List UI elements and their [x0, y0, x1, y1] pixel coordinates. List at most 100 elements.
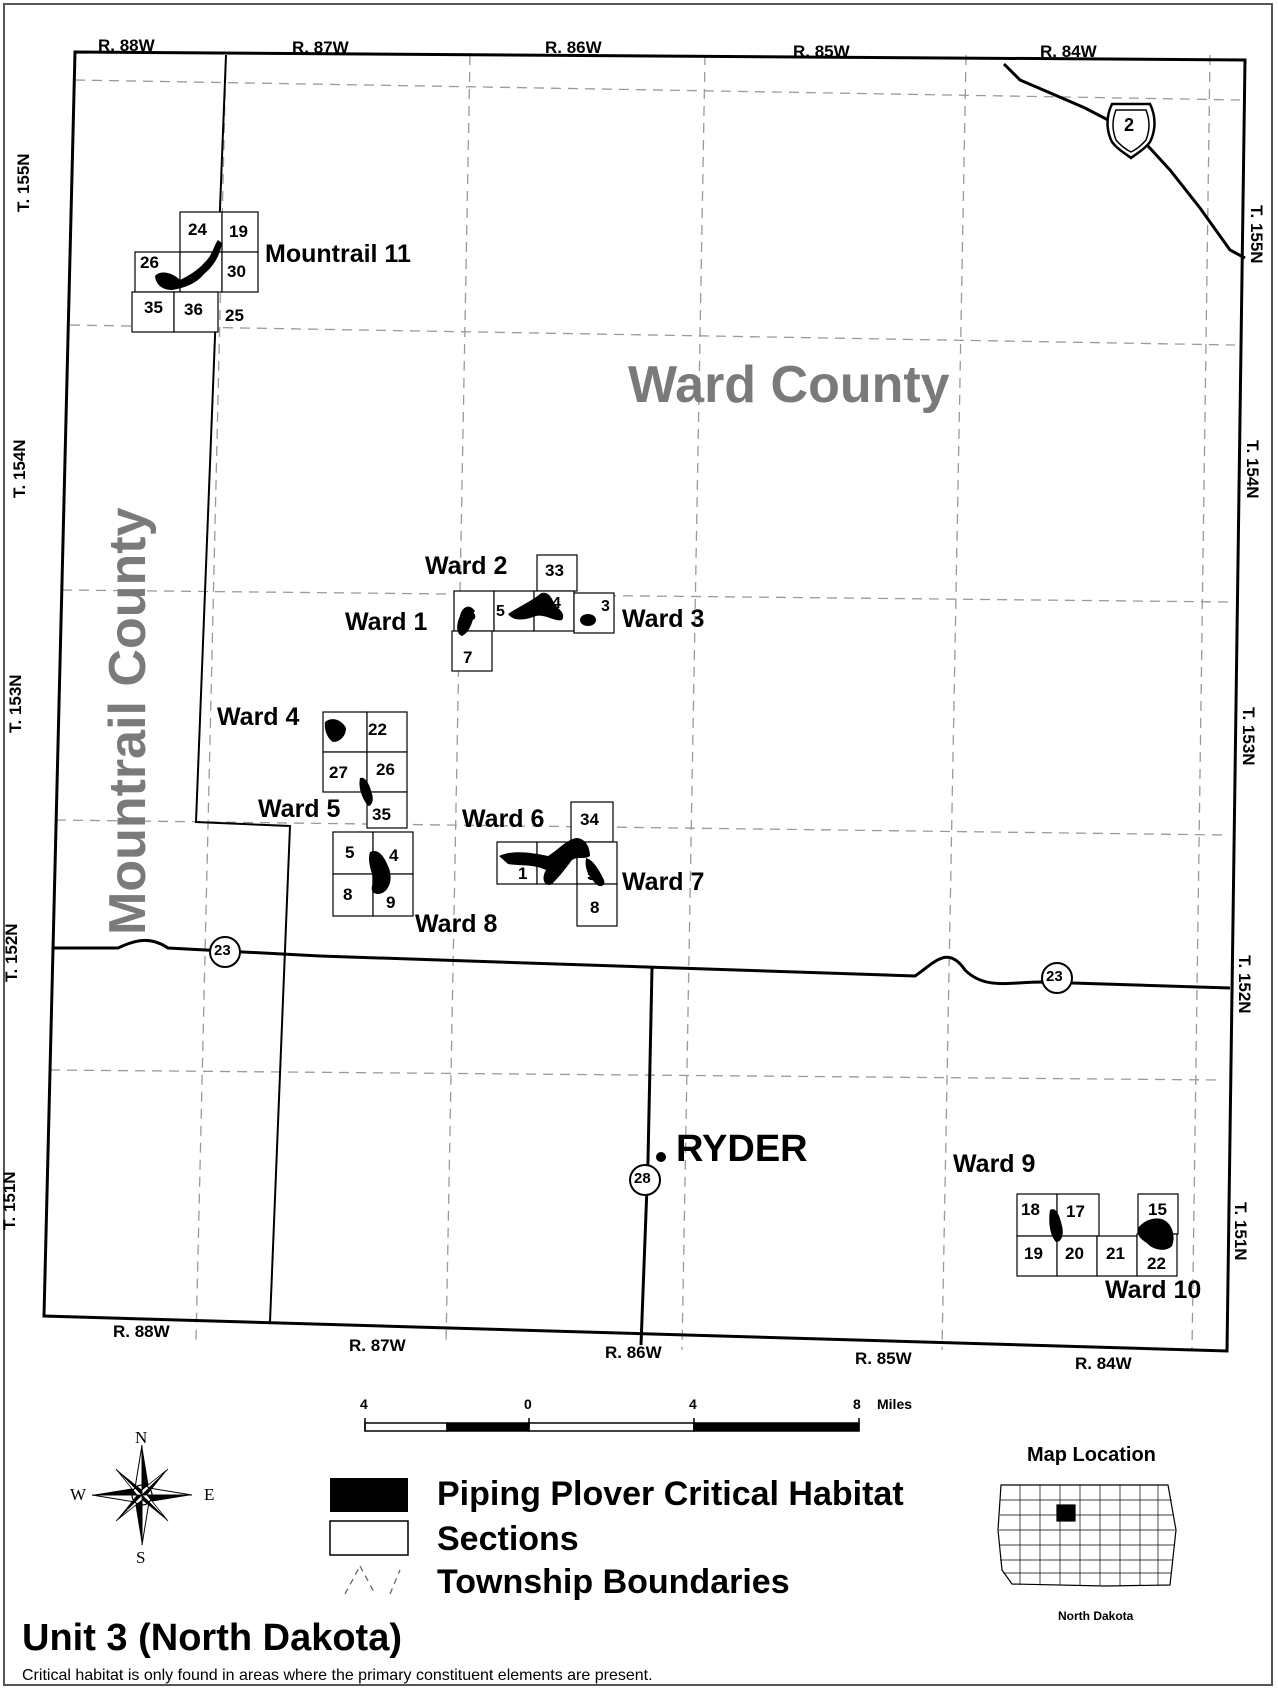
unit-label-ward-3: Ward 3 [622, 605, 705, 633]
legend-sections-swatch [329, 1520, 409, 1556]
section-number: 1 [518, 864, 528, 883]
section-number: 36 [184, 300, 203, 319]
inset-caption: North Dakota [1058, 1609, 1134, 1623]
habitat-ward-7 [585, 858, 605, 887]
range-label-top-84w: R. 84W [1040, 42, 1097, 61]
section-number: 21 [1106, 1244, 1125, 1263]
township-line-v3 [681, 54, 706, 1351]
township-line-v4 [941, 54, 967, 1351]
section-number: 7 [463, 648, 473, 667]
compass-n: N [135, 1428, 148, 1447]
section-number: 27 [329, 763, 348, 782]
township-label-right-153n: T. 153N [1239, 707, 1258, 766]
township-label-right-151n: T. 151N [1231, 1202, 1250, 1261]
range-label-bottom-87w: R. 87W [349, 1336, 406, 1355]
section-number: 34 [580, 810, 599, 829]
ryder-town-dot [656, 1152, 666, 1162]
legend-habitat-swatch [330, 1478, 408, 1512]
legend-habitat-label: Piping Plover Critical Habitat [437, 1475, 904, 1513]
section-number: 26 [376, 760, 395, 779]
habitat-ward-2 [508, 592, 564, 621]
inset-map [997, 1484, 1177, 1587]
legend-township-swatch [344, 1565, 401, 1595]
ryder-label: RYDER [676, 1128, 808, 1170]
section-number: 30 [227, 262, 246, 281]
range-label-bottom-85w: R. 85W [855, 1349, 912, 1368]
habitat-ward-5 [359, 777, 373, 806]
us2-number: 2 [1124, 115, 1135, 135]
township-line-v1 [195, 54, 227, 1341]
unit-label-ward-4: Ward 4 [217, 703, 300, 731]
range-label-bottom-88w: R. 88W [113, 1322, 170, 1341]
unit-label-ward-2: Ward 2 [425, 552, 508, 580]
habitat-ward-9 [1049, 1209, 1063, 1242]
township-line-h1 [69, 324, 1236, 346]
range-label-top-87w: R. 87W [292, 38, 349, 57]
scale-bar [364, 1418, 860, 1432]
inset-location-marker [1056, 1504, 1076, 1522]
ward-county-label: Ward County [628, 356, 950, 414]
township-label-left-151n: T. 151N [0, 1171, 19, 1230]
hwy28-road [639, 967, 654, 1346]
habitat-ward-6 [499, 838, 590, 886]
hwy23-number-a: 23 [214, 942, 231, 959]
compass-rose [91, 1444, 193, 1546]
unit-label-ward-9: Ward 9 [953, 1150, 1036, 1178]
range-label-top-88w: R. 88W [98, 36, 155, 55]
compass-e: E [204, 1485, 215, 1504]
township-label-right-152n: T. 152N [1235, 955, 1254, 1014]
section-number: 19 [1024, 1244, 1043, 1263]
section-number: 4 [389, 846, 399, 865]
map-boundary [42, 50, 1247, 1353]
habitat-ward-3 [580, 614, 596, 626]
scale-tick-label: 4 [360, 1396, 368, 1412]
range-label-top-85w: R. 85W [793, 42, 850, 61]
section-number: 19 [229, 222, 248, 241]
habitat-mountrail-11 [155, 240, 222, 290]
range-label-bottom-84w: R. 84W [1075, 1354, 1132, 1373]
range-label-top-86w: R. 86W [545, 38, 602, 57]
unit-label-ward-6: Ward 6 [462, 805, 545, 833]
mountrail-county-label: Mountrail County [99, 507, 157, 935]
hwy23-number-b: 23 [1046, 968, 1063, 985]
township-line-h2 [61, 589, 1231, 603]
section-number: 5 [345, 843, 355, 862]
section-number: 22 [1147, 1254, 1166, 1273]
section-number: 8 [343, 885, 353, 904]
scale-tick-label: 0 [524, 1396, 532, 1412]
section-number: 25 [225, 306, 244, 325]
township-line-h3 [55, 819, 1226, 836]
township-label-left-153n: T. 153N [6, 674, 25, 733]
hwy23-shield-a [209, 936, 241, 968]
unit-label-ward-7: Ward 7 [622, 868, 705, 896]
habitat-ward-4 [324, 719, 346, 742]
critical-habitat [155, 240, 1174, 1250]
unit-label-mountrail-11: Mountrail 11 [265, 240, 411, 268]
township-label-right-154n: T. 154N [1243, 440, 1262, 499]
compass-w: W [70, 1485, 87, 1504]
township-label-left-155n: T. 155N [14, 153, 33, 212]
section-number: 5 [587, 865, 597, 884]
hwy28-number: 28 [634, 1170, 651, 1187]
section-number: 9 [386, 893, 396, 912]
county-line [194, 54, 292, 1323]
hwy23-road [52, 939, 1231, 990]
section-number: 5 [496, 603, 505, 620]
unit-label-ward-1: Ward 1 [345, 608, 428, 636]
page-frame [3, 3, 1273, 1686]
unit-label-ward-10: Ward 10 [1105, 1276, 1202, 1304]
footer-title: Unit 3 (North Dakota) [22, 1617, 402, 1659]
habitat-ward-8 [369, 850, 391, 894]
hwy23-shield-b [1041, 962, 1073, 994]
footer-note: Critical habitat is only found in areas … [22, 1667, 653, 1684]
habitat-ward-1 [457, 606, 474, 636]
section-number: 35 [144, 298, 163, 317]
section-number: 6 [467, 607, 476, 624]
section-number: 4 [552, 595, 561, 612]
section-number: 20 [1065, 1244, 1084, 1263]
township-line-v5 [1191, 54, 1211, 1351]
township-label-left-154n: T. 154N [10, 439, 29, 498]
section-number: 35 [372, 805, 391, 824]
